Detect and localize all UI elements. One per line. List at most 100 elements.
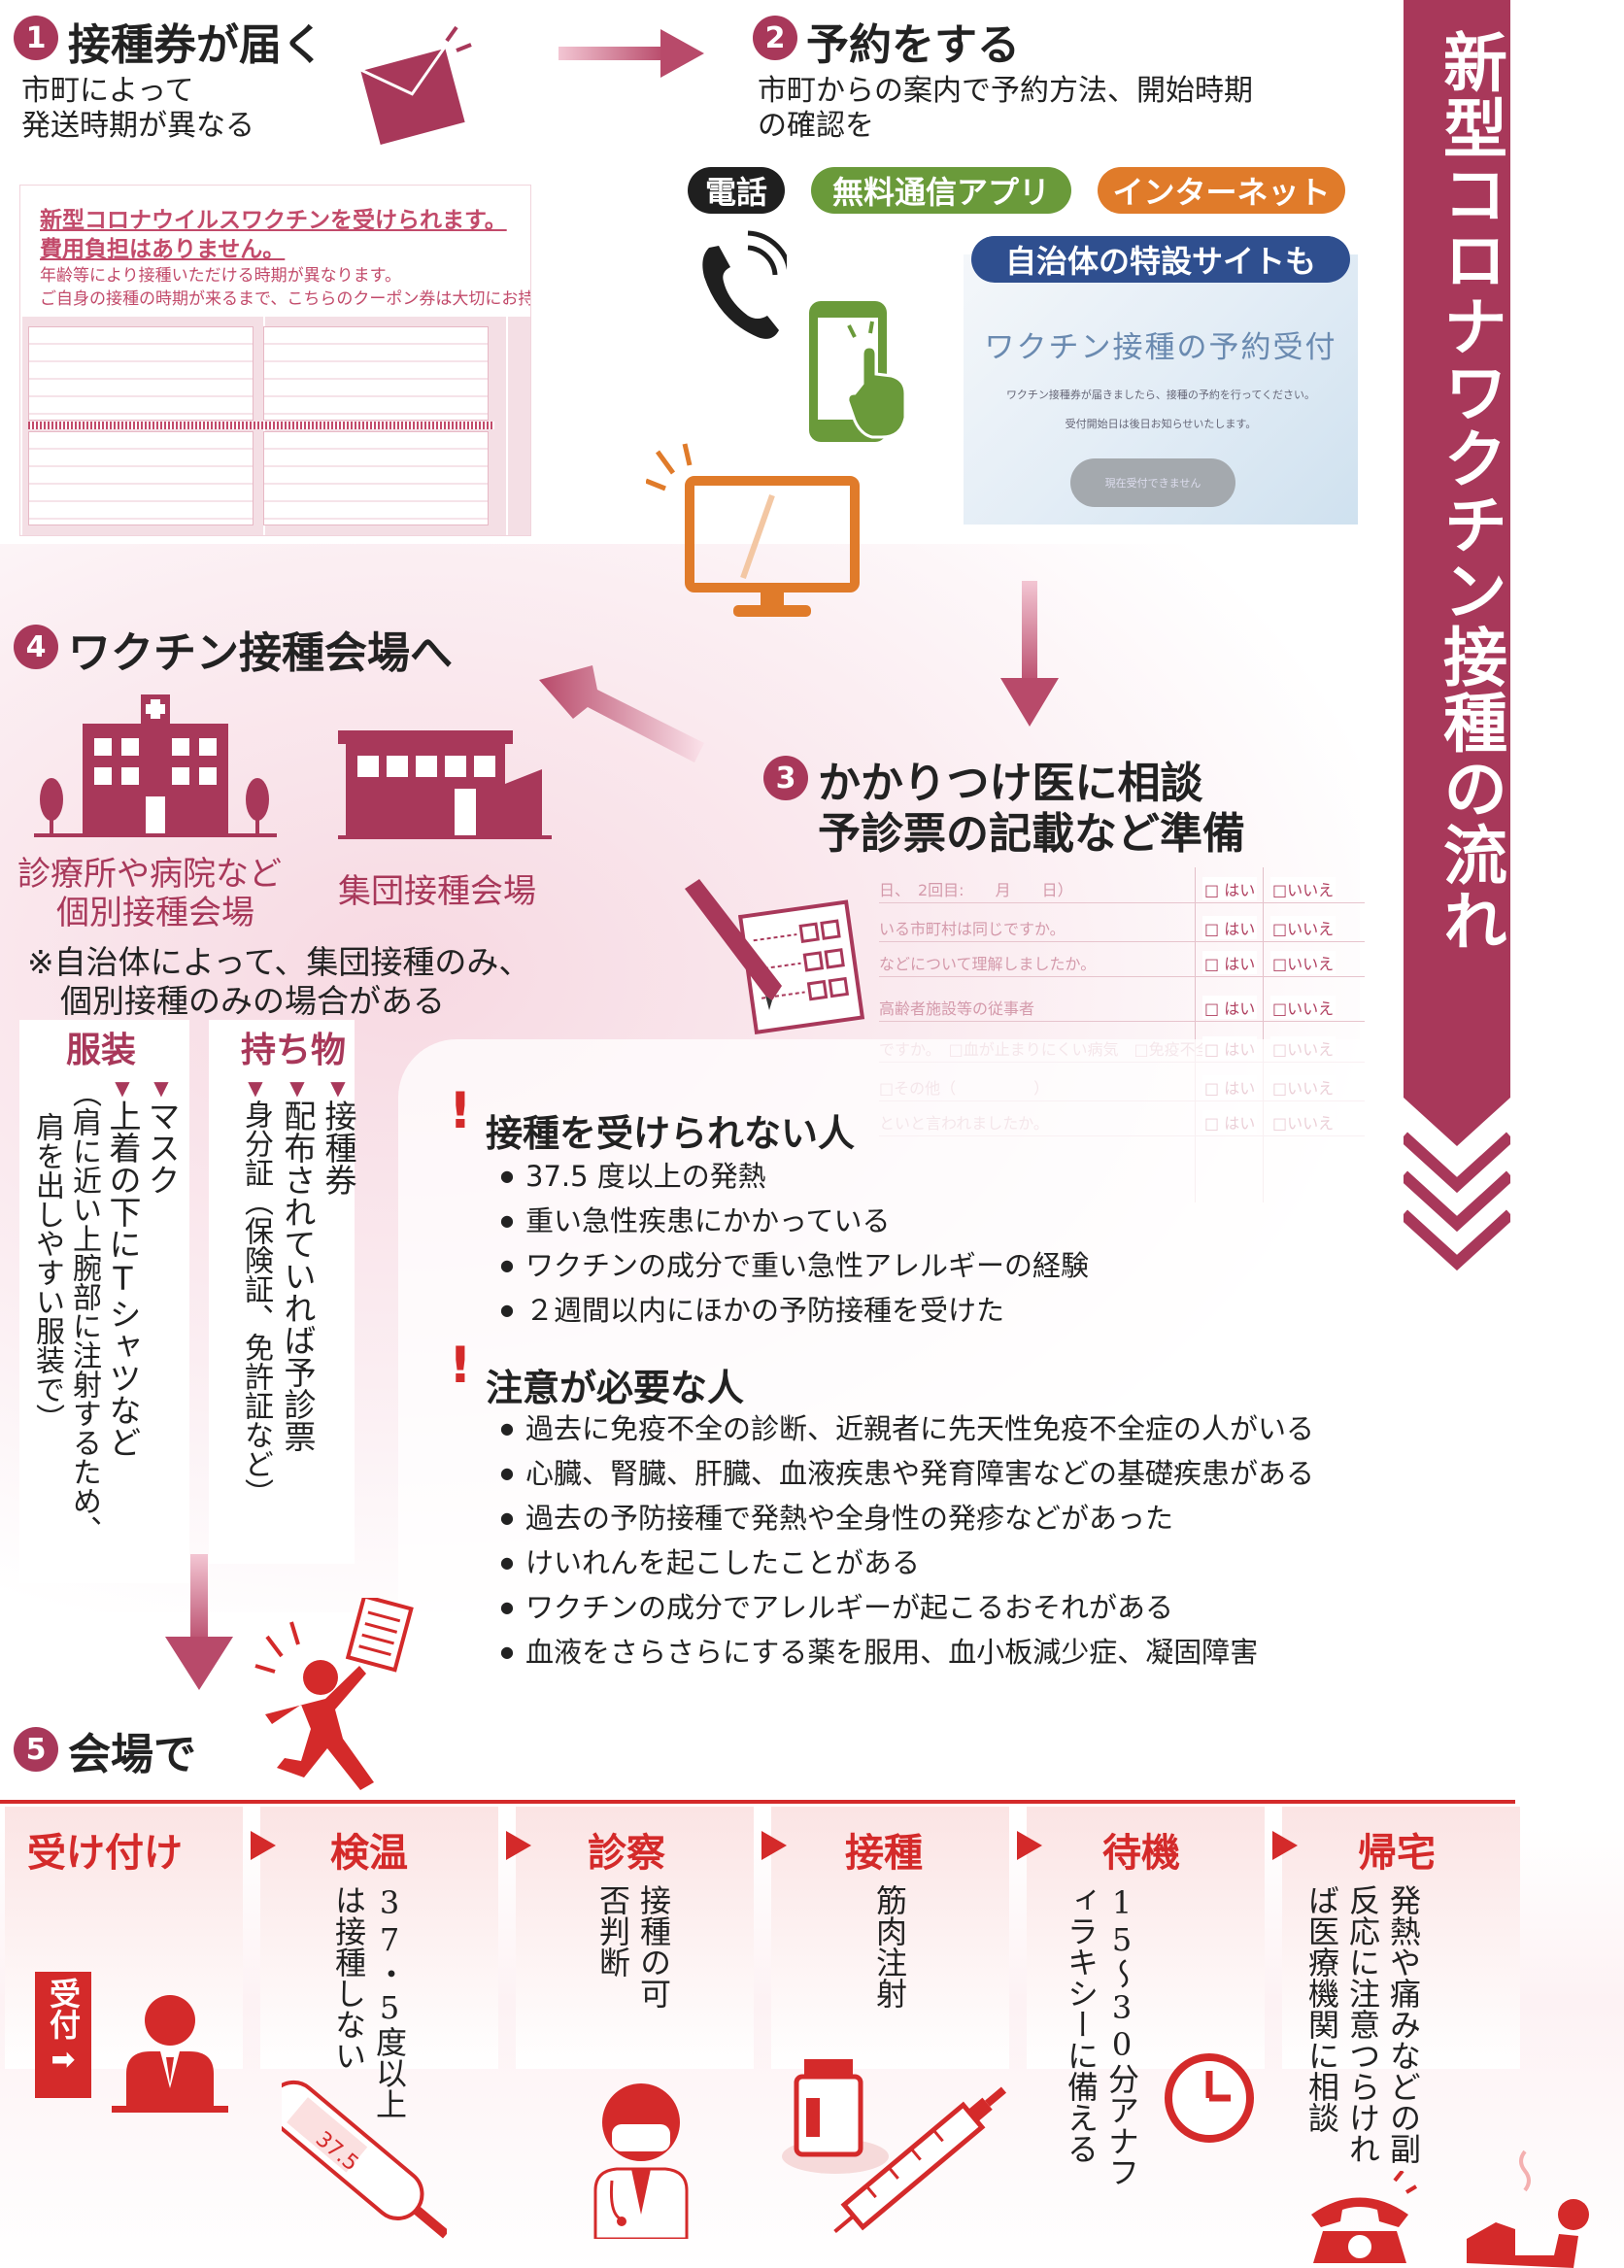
stage-bg-5 <box>1282 1807 1520 2069</box>
caution-item: けいれんを起こしたことがある <box>500 1544 1345 1581</box>
form-row-text: いる市町村は同じですか。 <box>879 920 1066 938</box>
clothing-item-1: ▼マスク <box>143 1076 181 1196</box>
title-banner: 新型コロナワクチン接種の流れ <box>1399 0 1515 1292</box>
form-yes-checkbox: □ はい <box>1202 877 1258 900</box>
caution-item: 心臓、腎臓、肝臓、血液疾患や発育障害などの基礎疾患がある <box>500 1455 1345 1492</box>
step2-arrow-down <box>1000 581 1059 730</box>
stage-label-0: 受け付け <box>27 1831 183 1876</box>
clothing-item-3: （肩に近い上腕部に注射するため、 <box>67 1078 101 1544</box>
stage-label-2: 診察 <box>588 1831 665 1876</box>
cannot-list: 37.5 度以上の発熱 重い急性疾患にかかっている ワクチンの成分で重い急性アレ… <box>500 1154 1336 1333</box>
items-panel <box>209 1020 355 1564</box>
form-no-checkbox: □いいえ <box>1270 951 1336 974</box>
stage-label-1: 検温 <box>330 1831 408 1876</box>
stage-desc-1: 37・5度以上は接種しない <box>330 1884 408 2119</box>
caution-title: 注意が必要な人 <box>486 1367 745 1409</box>
envelope-icon <box>355 25 472 145</box>
stage-bg-1 <box>260 1807 498 2069</box>
special-site-badge-front: 自治体の特設サイトも <box>971 236 1350 283</box>
stage-label-5: 帰宅 <box>1358 1831 1436 1876</box>
form-row-text: 高齢者施設等の従事者 <box>879 999 1035 1018</box>
form-yes-checkbox: □ はい <box>1202 916 1258 939</box>
stage-desc-5: 発熱や痛みなどの副反応に注意つらければ医療機関に相談 <box>1303 1884 1422 2164</box>
form-row: などについて理解しましたか。□ はい□いいえ <box>879 947 1365 977</box>
coupon-text-l3: 年齢等により接種いただける時期が異なります。 <box>40 266 401 286</box>
step5-title: 会場で <box>68 1730 196 1779</box>
receptionist-icon <box>112 1995 228 2113</box>
reception-sign: 受付 ➡ <box>35 1972 91 2098</box>
caution-item: 過去に免疫不全の診断、近親者に先天性免疫不全症の人がいる <box>500 1410 1345 1447</box>
step4-number: 4 <box>14 625 58 669</box>
form-yes-checkbox: □ はい <box>1202 996 1258 1019</box>
stage-bg-2 <box>516 1807 754 2069</box>
items-item-1: ▼接種券 <box>320 1076 357 1196</box>
step3-to-4-arrow <box>539 660 704 781</box>
method-phone: 電話 <box>688 167 785 214</box>
items-item-2: ▼配布されていれば予診票 <box>279 1076 317 1452</box>
site-reserve-button: 現在受付できません <box>1070 458 1235 507</box>
stage-desc-4: 15〜30分アナフィラキシーに備える <box>1063 1884 1140 2187</box>
coupon-text-l4: ご自身の接種の時期が来るまで、こちらのクーポン券は大切にお持ち <box>40 289 531 309</box>
clothing-item-4: 肩を出しやすい服装で） <box>30 1112 64 1433</box>
step4-title: ワクチン接種会場へ <box>68 628 453 678</box>
title-banner-shape <box>1399 0 1515 1271</box>
cannot-warning-icon: ! <box>449 1082 472 1140</box>
stage-arrow-5 <box>1272 1831 1298 1860</box>
caution-warning-icon: ! <box>449 1337 472 1395</box>
coupon-tickets <box>20 317 530 535</box>
step1-number: 1 <box>14 16 58 60</box>
form-row: いる市町村は同じですか。 □ はい □いいえ <box>879 912 1365 942</box>
form-row-text: 日、 2回目: 月 日） <box>879 881 1073 899</box>
form-row-text: などについて理解しましたか。 <box>879 955 1097 973</box>
clothing-label: 服装 <box>66 1031 137 1070</box>
method-internet: インターネット <box>1098 167 1345 214</box>
site-text-1: ワクチン接種券が届きましたら、接種の予約を行ってください。 <box>1005 389 1316 401</box>
step2-desc-l2: の確認を <box>758 109 874 143</box>
page-title: 新型コロナワクチン接種の流れ <box>1433 29 1507 954</box>
caution-item: ワクチンの成分でアレルギーが起こるおそれがある <box>500 1589 1345 1626</box>
running-person-icon <box>254 1598 414 1790</box>
doctor-icon <box>593 2083 689 2239</box>
cannot-item: 37.5 度以上の発熱 <box>500 1154 1336 1199</box>
stage-arrow-3 <box>761 1831 787 1860</box>
step5-number: 5 <box>14 1727 58 1772</box>
cannot-title: 接種を受けられない人 <box>486 1112 856 1155</box>
site-title: ワクチン接種の予約受付 <box>984 330 1337 365</box>
form-no-checkbox: □いいえ <box>1270 996 1336 1019</box>
form-row: 日、 2回目: 月 日） □ はい □いいえ <box>879 873 1365 903</box>
caution-list: 過去に免疫不全の診断、近親者に先天性免疫不全症の人がいる 心臓、腎臓、肝臓、血液… <box>500 1410 1345 1671</box>
pencil-form-icon <box>685 879 865 1034</box>
step2-desc-l1: 市町からの案内で予約方法、開始時期 <box>758 74 1253 108</box>
monitor-icon <box>646 443 860 617</box>
step4-to-5-arrow <box>165 1554 233 1694</box>
reservation-site-screenshot: ワクチン接種の予約受付 ワクチン接種券が届きましたら、接種の予約を行ってください… <box>964 254 1358 525</box>
thermometer-icon: 37.5 <box>282 2080 447 2239</box>
vial-syringe-icon <box>782 2059 1007 2234</box>
caution-item: 過去の予防接種で発熱や全身性の発疹などがあった <box>500 1500 1345 1537</box>
stage-desc-3: 筋肉注射 <box>871 1884 908 2009</box>
form-row: 高齢者施設等の従事者 □ はい □いいえ <box>879 992 1365 1022</box>
step1-desc-l1: 市町によって <box>21 74 194 108</box>
stage-label-3: 接種 <box>845 1831 923 1876</box>
cannot-item: ワクチンの成分で重い急性アレルギーの経験 <box>500 1243 1336 1288</box>
form-no-checkbox: □いいえ <box>1270 916 1336 939</box>
cannot-item: ２週間以内にほかの予防接種を受けた <box>500 1288 1336 1333</box>
clothing-panel <box>19 1020 189 1583</box>
coupon-heading-l1: 新型コロナウイルスワクチンを受けられます。 <box>40 208 507 233</box>
step2-number: 2 <box>753 16 797 60</box>
coupon-image: 新型コロナウイルスワクチンを受けられます。 費用負担はありません。 年齢等により… <box>19 185 531 536</box>
step1-desc-l2: 発送時期が異なる <box>21 109 254 143</box>
stage-arrow-2 <box>506 1831 531 1860</box>
step3-number: 3 <box>763 756 808 800</box>
step3-title-l2: 予診票の記載など準備 <box>818 809 1245 859</box>
site-text-2: 受付開始日は後日お知らせいたします。 <box>1065 418 1257 430</box>
stage-bg-3 <box>771 1807 1009 2069</box>
resting-person-icon <box>1467 2150 1589 2268</box>
form-no-checkbox: □いいえ <box>1270 877 1336 900</box>
reception-sign-text: 受付 <box>45 1978 82 2040</box>
cannot-item: 重い急性疾患にかかっている <box>500 1199 1336 1243</box>
phone-icon <box>702 230 787 339</box>
items-label: 持ち物 <box>241 1031 347 1070</box>
coupon-heading-l2: 費用負担はありません。 <box>40 237 286 262</box>
caution-item: 血液をさらさらにする薬を服用、血小板減少症、凝固障害 <box>500 1634 1345 1671</box>
